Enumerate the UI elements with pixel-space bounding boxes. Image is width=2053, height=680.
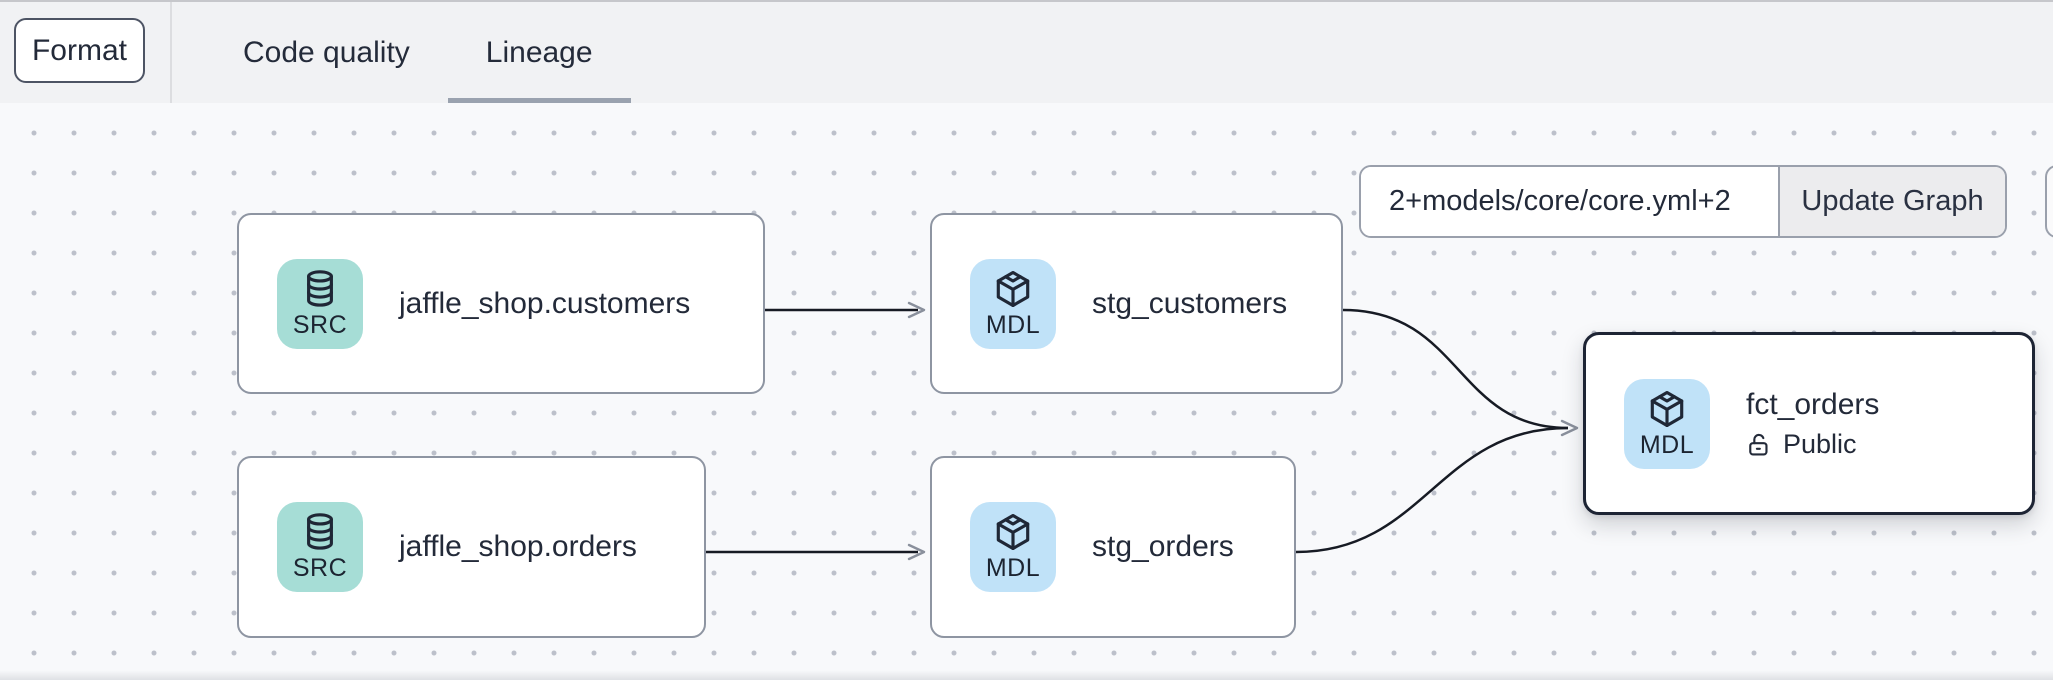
node-label: jaffle_shop.customers xyxy=(399,286,691,320)
badge-label: SRC xyxy=(292,554,348,582)
tab-lineage[interactable]: Lineage xyxy=(447,2,631,103)
lineage-node-jaffle-shop-orders[interactable]: SRC jaffle_shop.orders xyxy=(237,456,706,638)
cube-icon xyxy=(1650,390,1684,427)
lineage-node-stg-customers[interactable]: MDL stg_customers xyxy=(930,213,1343,394)
toolbar-divider xyxy=(170,2,172,103)
lock-open-icon xyxy=(1749,433,1768,455)
node-label: stg_customers xyxy=(1092,286,1288,320)
lineage-canvas[interactable]: SRC jaffle_shop.customers MDL stg_custom… xyxy=(0,103,2053,680)
edge-stg-orders-to-fct-orders xyxy=(1295,426,1569,554)
database-icon xyxy=(307,269,333,307)
lineage-node-jaffle-shop-customers[interactable]: SRC jaffle_shop.customers xyxy=(237,213,765,394)
badge-label: MDL xyxy=(985,310,1041,339)
badge-label: SRC xyxy=(292,310,348,339)
cube-icon xyxy=(996,270,1030,307)
badge-label: MDL xyxy=(985,554,1041,582)
edge-arrowhead-icon xyxy=(907,543,926,561)
tab-label: Lineage xyxy=(485,35,593,69)
lineage-selector-input[interactable] xyxy=(1361,167,1778,236)
model-badge: MDL xyxy=(970,258,1056,349)
clipped-control-button[interactable] xyxy=(2045,165,2053,238)
lineage-node-stg-orders[interactable]: MDL stg_orders xyxy=(930,456,1296,638)
format-button[interactable]: Format xyxy=(14,18,145,83)
access-label: Public xyxy=(1783,428,1857,459)
edge-stg-customers-to-fct-orders xyxy=(1342,308,1569,430)
edge-arrowhead-icon xyxy=(1560,419,1579,437)
model-badge: MDL xyxy=(970,502,1056,592)
update-graph-button[interactable]: Update Graph xyxy=(1778,167,2005,236)
cube-icon xyxy=(996,513,1030,551)
tab-active-underline xyxy=(447,98,631,103)
node-label: fct_orders xyxy=(1746,387,1880,421)
database-icon xyxy=(307,513,333,550)
edge-arrowhead-icon xyxy=(907,301,926,319)
node-label: stg_orders xyxy=(1092,530,1234,563)
node-text: fct_orders Public xyxy=(1746,388,1879,460)
model-badge: MDL xyxy=(1624,378,1710,469)
tab-code-quality[interactable]: Code quality xyxy=(205,2,448,103)
access-row: Public xyxy=(1746,429,1879,460)
node-label: jaffle_shop.orders xyxy=(399,530,637,563)
tab-label: Code quality xyxy=(243,35,410,69)
badge-label: MDL xyxy=(1639,430,1695,459)
source-badge: SRC xyxy=(277,502,363,592)
source-badge: SRC xyxy=(277,258,363,349)
editor-toolbar: Format Code quality Lineage xyxy=(0,0,2053,103)
tab-bar: Code quality Lineage xyxy=(205,2,631,103)
lineage-node-fct-orders[interactable]: MDL fct_orders Public xyxy=(1583,332,2035,515)
lineage-selector-group: Update Graph xyxy=(1359,165,2007,238)
bottom-shade xyxy=(0,670,2053,680)
